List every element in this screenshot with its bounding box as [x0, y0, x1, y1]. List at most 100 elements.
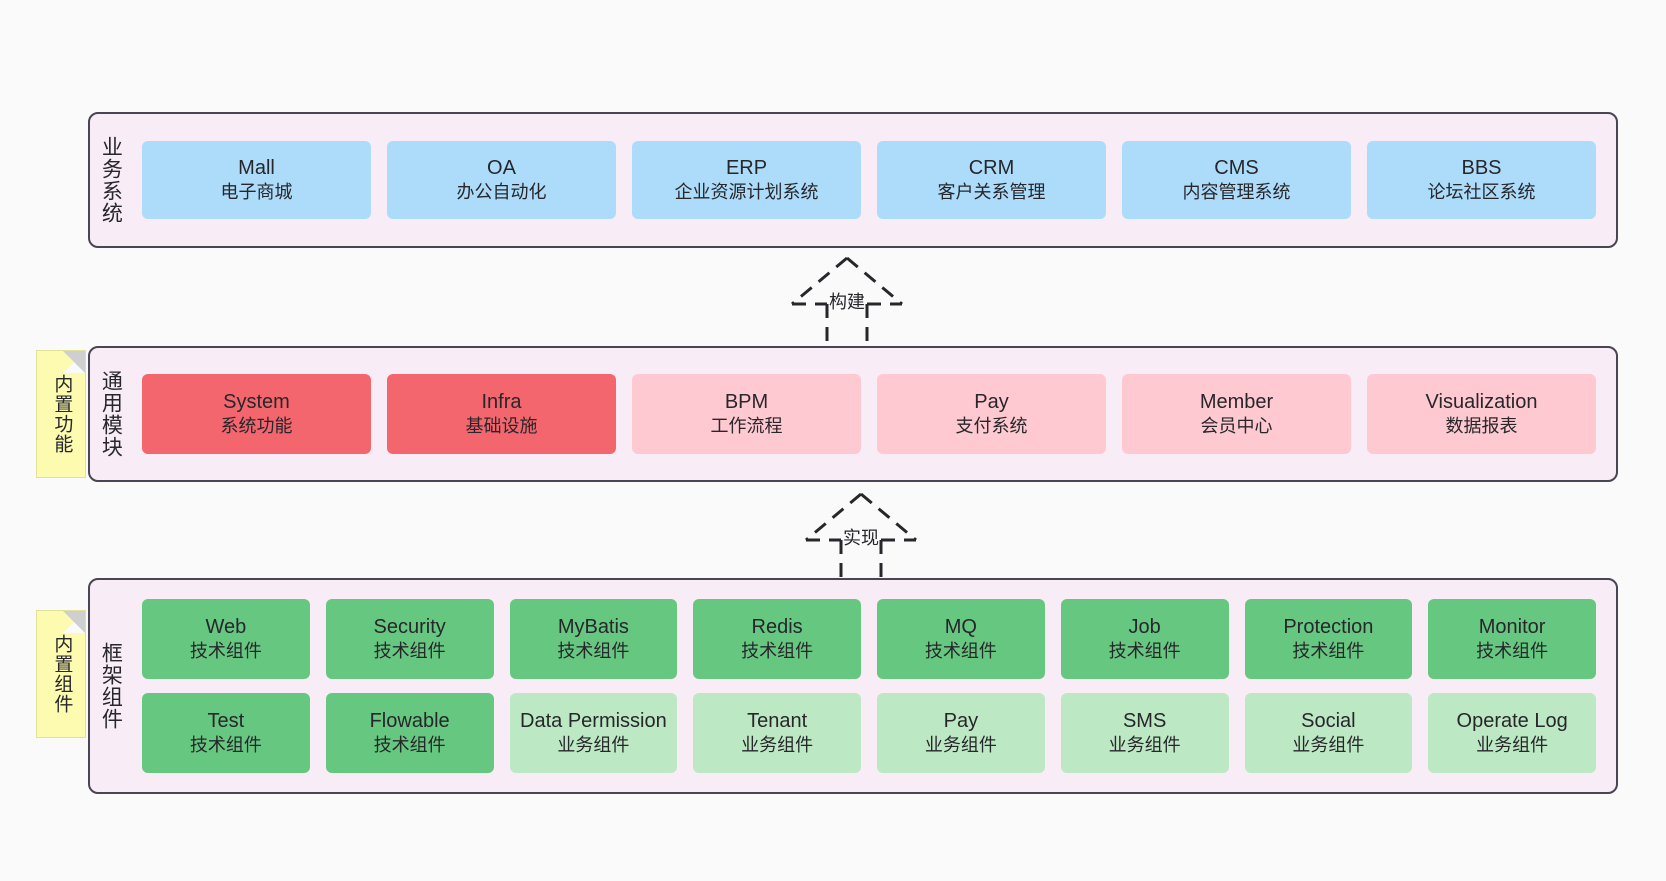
card-title: Tenant — [747, 709, 808, 732]
card-subtitle: 技术组件 — [373, 641, 446, 662]
sticky-note-builtin-components: 内置组件 — [36, 610, 86, 738]
card-subtitle: 会员中心 — [1200, 416, 1273, 437]
card-cms[interactable]: CMS 内容管理系统 — [1122, 141, 1351, 219]
card-erp[interactable]: ERP 企业资源计划系统 — [632, 141, 861, 219]
card-subtitle: 业务组件 — [1292, 735, 1365, 756]
card-member[interactable]: Member 会员中心 — [1122, 374, 1351, 454]
connector-build: 构建 — [752, 250, 942, 360]
card-title: Mall — [238, 156, 275, 179]
card-operate-log[interactable]: Operate Log 业务组件 — [1428, 693, 1596, 773]
card-mall[interactable]: Mall 电子商城 — [142, 141, 371, 219]
card-sms[interactable]: SMS 业务组件 — [1060, 693, 1229, 773]
sticky-note-builtin-features: 内置功能 — [36, 350, 86, 478]
card-title: Security — [373, 615, 446, 638]
card-title: Visualization — [1425, 390, 1538, 413]
card-row-common: System 系统功能 Infra 基础设施 BPM 工作流程 Pay 支付系统… — [134, 374, 1604, 454]
layer-body-framework-components: Web 技术组件 Security 技术组件 MyBatis 技术组件 Redi… — [130, 580, 1616, 792]
card-subtitle: 支付系统 — [955, 416, 1028, 437]
card-mq[interactable]: MQ 技术组件 — [877, 599, 1045, 679]
card-pay[interactable]: Pay 支付系统 — [877, 374, 1106, 454]
card-title: Pay — [943, 709, 979, 732]
connector-implement: 实现 — [766, 486, 956, 596]
card-subtitle: 技术组件 — [189, 735, 262, 756]
connector-build-label: 构建 — [829, 292, 865, 312]
sticky-note-label: 内置功能 — [51, 374, 73, 454]
card-title: BPM — [724, 390, 769, 413]
card-subtitle: 技术组件 — [1292, 641, 1365, 662]
card-row-business: Mall 电子商城 OA 办公自动化 ERP 企业资源计划系统 CRM 客户关系… — [134, 141, 1604, 219]
layer-common-modules: 通用模块 System 系统功能 Infra 基础设施 BPM 工作流程 Pay… — [88, 346, 1618, 482]
card-subtitle: 数据报表 — [1445, 416, 1518, 437]
card-subtitle: 业务组件 — [1108, 735, 1181, 756]
card-title: OA — [487, 156, 516, 179]
card-title: System — [223, 390, 290, 413]
card-title: Web — [205, 615, 247, 638]
card-bbs[interactable]: BBS 论坛社区系统 — [1367, 141, 1596, 219]
card-title: Protection — [1283, 615, 1374, 638]
card-subtitle: 业务组件 — [924, 735, 997, 756]
card-title: Pay — [974, 390, 1009, 413]
layer-body-business-systems: Mall 电子商城 OA 办公自动化 ERP 企业资源计划系统 CRM 客户关系… — [130, 114, 1616, 246]
card-crm[interactable]: CRM 客户关系管理 — [877, 141, 1106, 219]
card-subtitle: 电子商城 — [220, 182, 293, 203]
card-flowable[interactable]: Flowable 技术组件 — [325, 693, 494, 773]
card-web[interactable]: Web 技术组件 — [142, 599, 310, 679]
card-subtitle: 技术组件 — [557, 641, 630, 662]
card-subtitle: 基础设施 — [465, 416, 538, 437]
card-row-business-components: Test 技术组件 Flowable 技术组件 Data Permission … — [134, 693, 1604, 773]
card-title: CMS — [1214, 156, 1259, 179]
sticky-note-label: 内置组件 — [51, 634, 73, 714]
card-test[interactable]: Test 技术组件 — [142, 693, 310, 773]
card-security[interactable]: Security 技术组件 — [325, 599, 494, 679]
card-protection[interactable]: Protection 技术组件 — [1244, 599, 1413, 679]
card-subtitle: 工作流程 — [710, 416, 783, 437]
card-pay-business[interactable]: Pay 业务组件 — [877, 693, 1045, 773]
layer-body-common-modules: System 系统功能 Infra 基础设施 BPM 工作流程 Pay 支付系统… — [130, 348, 1616, 480]
card-row-technical: Web 技术组件 Security 技术组件 MyBatis 技术组件 Redi… — [134, 599, 1604, 679]
card-subtitle: 技术组件 — [924, 641, 997, 662]
card-title: Member — [1199, 390, 1274, 413]
card-system[interactable]: System 系统功能 — [142, 374, 371, 454]
card-title: ERP — [725, 156, 768, 179]
card-subtitle: 业务组件 — [1476, 735, 1549, 756]
card-data-permission[interactable]: Data Permission 业务组件 — [509, 693, 678, 773]
card-subtitle: 内容管理系统 — [1182, 182, 1291, 203]
card-title: CRM — [968, 156, 1015, 179]
card-title: Redis — [751, 615, 803, 638]
card-mybatis[interactable]: MyBatis 技术组件 — [509, 599, 678, 679]
card-subtitle: 技术组件 — [1476, 641, 1549, 662]
card-subtitle: 技术组件 — [189, 641, 262, 662]
card-subtitle: 企业资源计划系统 — [674, 182, 819, 203]
card-subtitle: 系统功能 — [220, 416, 293, 437]
card-tenant[interactable]: Tenant 业务组件 — [693, 693, 861, 773]
card-subtitle: 业务组件 — [741, 735, 814, 756]
card-title: Flowable — [369, 709, 450, 732]
card-oa[interactable]: OA 办公自动化 — [387, 141, 616, 219]
card-title: Test — [207, 709, 245, 732]
layer-title-business-systems: 业务系统 — [99, 136, 123, 224]
card-subtitle: 业务组件 — [557, 735, 630, 756]
layer-business-systems: 业务系统 Mall 电子商城 OA 办公自动化 ERP 企业资源计划系统 CRM… — [88, 112, 1618, 248]
layer-framework-components: 框架组件 Web 技术组件 Security 技术组件 MyBatis 技术组件… — [88, 578, 1618, 794]
card-title: MyBatis — [557, 615, 629, 638]
card-subtitle: 论坛社区系统 — [1427, 182, 1536, 203]
card-subtitle: 技术组件 — [373, 735, 446, 756]
card-title: Data Permission — [520, 709, 667, 732]
card-subtitle: 客户关系管理 — [937, 182, 1046, 203]
card-subtitle: 办公自动化 — [456, 182, 547, 203]
card-title: Job — [1128, 615, 1161, 638]
card-bpm[interactable]: BPM 工作流程 — [632, 374, 861, 454]
connector-implement-label: 实现 — [843, 528, 879, 548]
card-infra[interactable]: Infra 基础设施 — [387, 374, 616, 454]
dashed-hollow-arrow-up-icon — [805, 492, 917, 588]
card-monitor[interactable]: Monitor 技术组件 — [1428, 599, 1596, 679]
card-social[interactable]: Social 业务组件 — [1244, 693, 1413, 773]
card-subtitle: 技术组件 — [1108, 641, 1181, 662]
card-title: MQ — [944, 615, 977, 638]
card-redis[interactable]: Redis 技术组件 — [693, 599, 861, 679]
card-job[interactable]: Job 技术组件 — [1060, 599, 1229, 679]
card-visualization[interactable]: Visualization 数据报表 — [1367, 374, 1596, 454]
card-title: SMS — [1122, 709, 1167, 732]
layer-title-framework-components: 框架组件 — [99, 642, 123, 730]
